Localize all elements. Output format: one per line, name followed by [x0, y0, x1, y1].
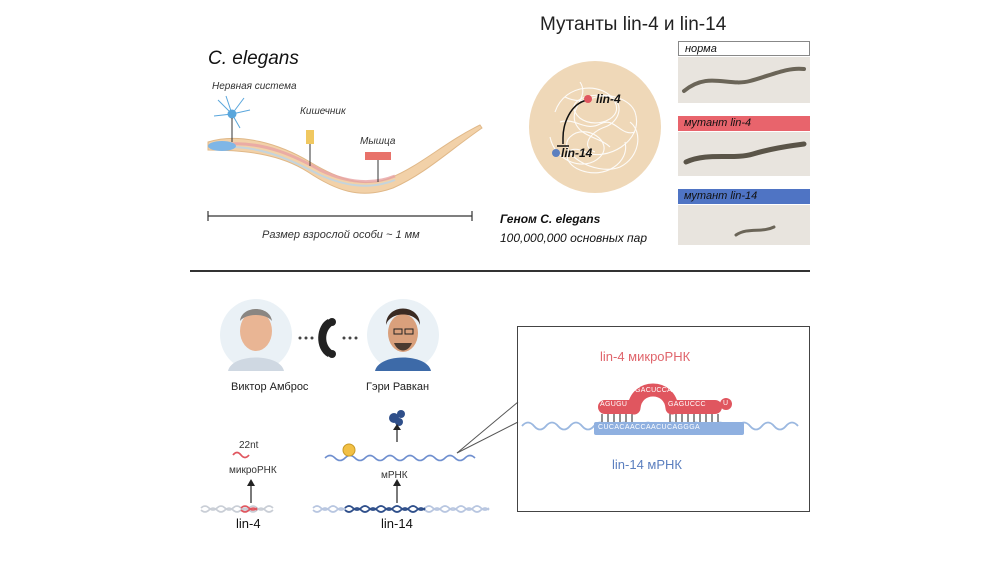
worm-normal-icon [682, 66, 806, 93]
label-nervous-system: Нервная система [212, 81, 297, 92]
ribosome-icon [342, 443, 356, 457]
lin14-dna-strand [312, 505, 490, 513]
label-muscle: Мышца [360, 136, 396, 147]
mirna-seq-right: GAGUCCC [668, 401, 706, 408]
label-22nt: 22nt [239, 440, 259, 451]
name-ruvkun: Гэри Равкан [366, 381, 430, 393]
lin4-dna-strand [200, 505, 274, 513]
phenotype-label-lin4: мутант lin-4 [678, 116, 810, 131]
genome-circle [529, 61, 661, 193]
genome-diagram [529, 61, 661, 193]
muscle-icon [365, 152, 391, 160]
phenotype-image-lin4 [678, 132, 810, 176]
mirna-squiggle [232, 451, 250, 459]
label-microrna: микроРНК [229, 465, 277, 476]
base-pair-ticks [601, 414, 719, 422]
species-name: C. elegans [208, 48, 299, 69]
genome-subtitle: 100,000,000 основных пар [500, 231, 647, 245]
worm-lin4-icon [683, 141, 807, 165]
section-divider [190, 270, 810, 272]
avatar-ruvkun [367, 299, 439, 371]
mirna-seq-loop: GACUCCA [635, 387, 673, 394]
gene-lin14-label: lin-14 [381, 516, 413, 531]
phenotype-label-lin14: мутант lin-14 [678, 189, 810, 204]
mirna-seq-end: U [723, 400, 729, 407]
mirna-stem-right [666, 400, 722, 414]
label-intestine: Кишечник [300, 106, 346, 117]
phenotype-label-normal: норма [678, 41, 810, 56]
label-mrna: мРНК [381, 470, 408, 481]
dotted-connection [298, 336, 358, 340]
worm-anatomy-diagram [207, 95, 483, 221]
neuron-icon [213, 95, 251, 129]
mirna-end-cap [720, 398, 732, 410]
mrna-binding-site [594, 422, 744, 435]
lin14-locus-dot [552, 149, 560, 157]
zoom-mirna-label: lin-4 микроРНК [600, 349, 691, 364]
mrna-seq: CUCACAACCAACUCAGGGA [598, 424, 701, 431]
genome-lin14-label: lin-14 [561, 146, 593, 160]
phone-icon [318, 318, 336, 358]
protein-icon [389, 410, 405, 426]
intestine-icon [306, 130, 314, 144]
genome-title: Геном C. elegans [500, 212, 601, 226]
researchers-illustration [220, 299, 439, 371]
name-ambros: Виктор Амброс [231, 381, 309, 393]
gene-expression-diagram [200, 401, 519, 513]
worm-intestine [229, 142, 396, 184]
lin4-locus-dot [584, 95, 592, 103]
avatar-ambros [220, 299, 292, 371]
label-adult-size: Размер взрослой особи ~ 1 мм [262, 229, 420, 241]
genome-lin4-label: lin-4 [596, 92, 621, 106]
gene-lin4-label: lin-4 [236, 516, 261, 531]
mirna-mrna-binding-diagram [521, 383, 799, 435]
phenotype-image-lin14 [678, 205, 810, 245]
worm-gut-band [229, 146, 396, 187]
repression-arrow [562, 99, 588, 144]
worm-head [208, 141, 236, 151]
phenotype-image-normal [678, 57, 810, 103]
zoom-mrna-label: lin-14 мРНК [612, 457, 682, 472]
page-title: Мутанты lin-4 и lin-14 [540, 14, 727, 35]
mirna-seq-left: AGUGU [600, 401, 628, 408]
worm-lin14-icon [734, 225, 776, 237]
zoom-inset-box [517, 326, 810, 512]
